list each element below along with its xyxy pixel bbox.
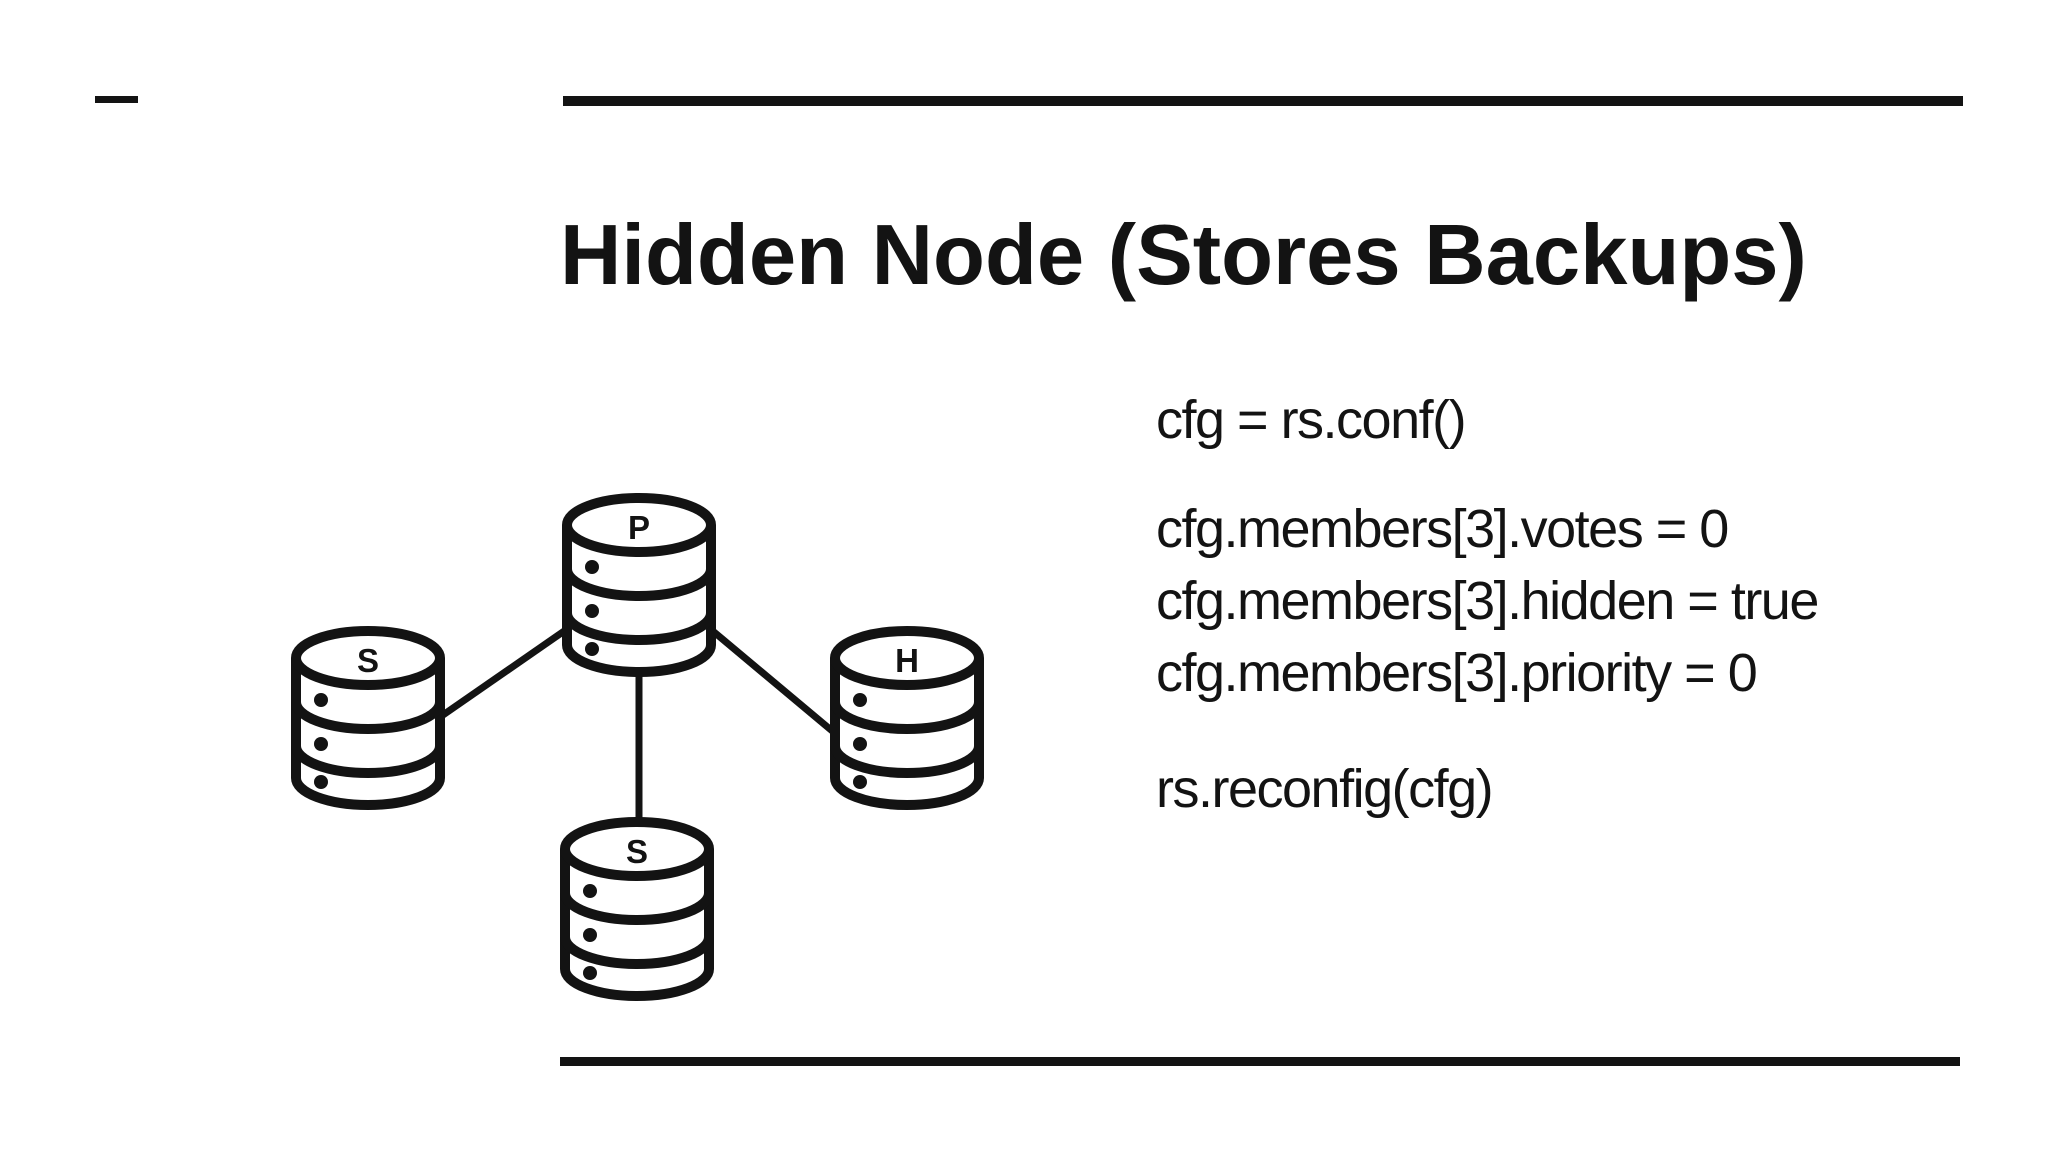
code-line-reconfig: rs.reconfig(cfg): [1156, 759, 1494, 819]
code-line-hidden: cfg.members[3].hidden = true: [1156, 571, 1819, 631]
node-label-secondary-bottom: S: [626, 833, 648, 870]
node-label-primary: P: [628, 509, 650, 546]
top-rule: [563, 96, 1963, 106]
code-line-conf: cfg = rs.conf(): [1156, 390, 1467, 450]
code-line-votes: cfg.members[3].votes = 0: [1156, 499, 1729, 559]
code-group-member-settings: cfg.members[3].votes = 0 cfg.members[3].…: [1156, 493, 1916, 709]
bottom-rule: [560, 1057, 1960, 1066]
code-line-priority: cfg.members[3].priority = 0: [1156, 643, 1758, 703]
node-label-hidden: H: [895, 642, 919, 679]
code-block: cfg = rs.conf() cfg.members[3].votes = 0…: [1156, 384, 1916, 825]
edge-primary-hidden: [705, 624, 846, 743]
node-label-secondary-left: S: [357, 642, 379, 679]
accent-dash: [95, 96, 138, 103]
replica-set-diagram: P S H S: [280, 480, 1010, 1020]
edge-primary-secondary-left: [441, 624, 572, 718]
slide-title: Hidden Node (Stores Backups): [560, 207, 1807, 303]
